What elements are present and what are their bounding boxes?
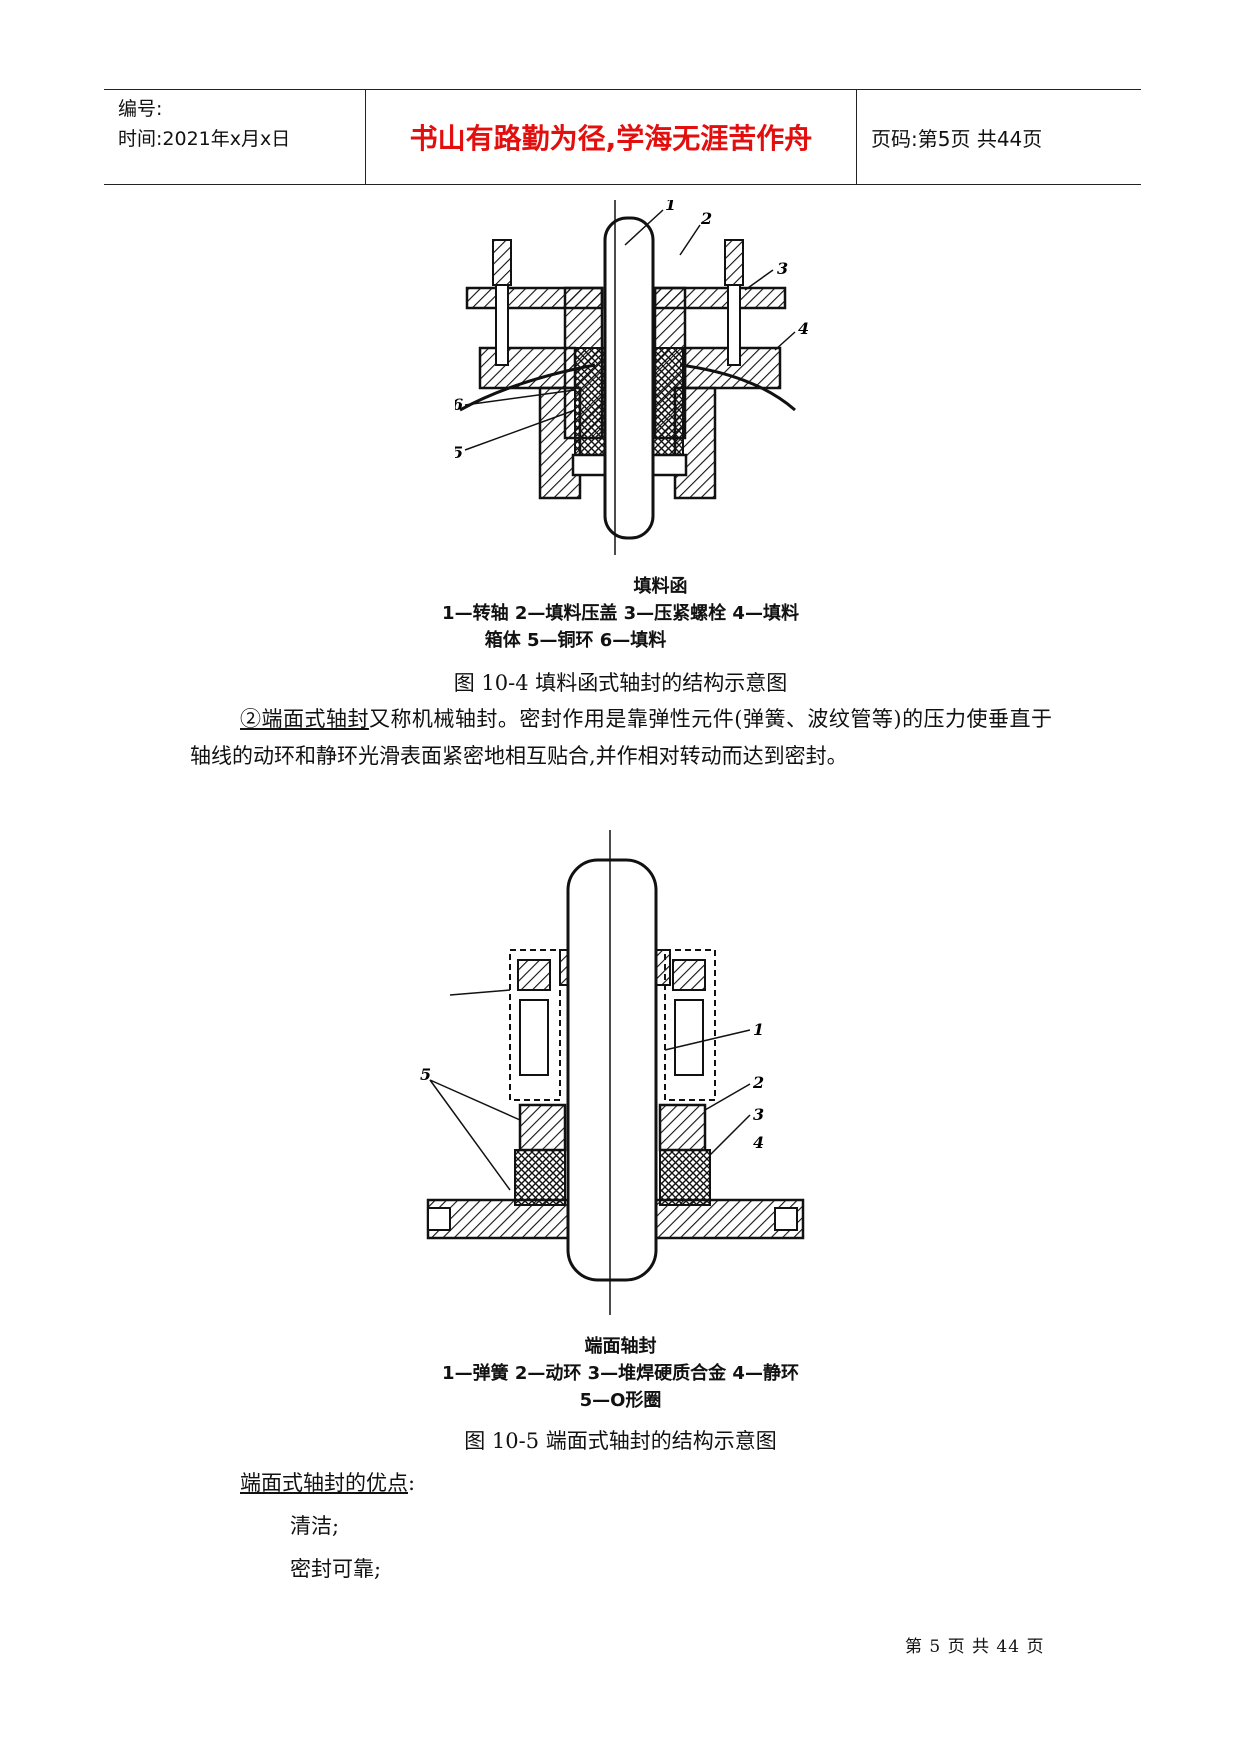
label-1: 1	[665, 200, 676, 214]
paragraph-text: 又称机械轴封。密封作用是靠弹性元件(弹簧、波纹管等)的压力使垂直于轴线的动环和静…	[190, 707, 1053, 768]
header-left-cell: 编号: 时间:2021年x月x日	[104, 90, 366, 184]
figure2-title: 端面轴封	[584, 1336, 657, 1357]
advantage-item: 清洁;	[290, 1514, 340, 1538]
label-4: 4	[798, 319, 809, 338]
advantage-item: 密封可靠;	[290, 1557, 382, 1581]
label-5: 5	[455, 443, 463, 462]
figure1-legend-line1: 1—转轴 2—填料压盖 3—压紧螺栓 4—填料	[442, 603, 799, 624]
label-2: 2	[700, 209, 712, 228]
figure2-legend-line1: 1—弹簧 2—动环 3—堆焊硬质合金 4—静环	[442, 1363, 799, 1384]
label-6: 6	[455, 395, 463, 414]
stuffing-box-diagram: 1 2 3 4 6 5	[455, 200, 809, 555]
header-table: 编号: 时间:2021年x月x日 书山有路勤为径,学海无涯苦作舟 页码:第5页 …	[104, 89, 1141, 185]
figure1-legend-line2: 箱体 5—铜环 6—填料	[484, 630, 667, 651]
seal-label-5: 5	[420, 1065, 431, 1084]
label-3: 3	[777, 259, 788, 278]
figure2-caption: 图 10-5 端面式轴封的结构示意图	[464, 1429, 777, 1453]
seal-label-3: 3	[753, 1105, 764, 1124]
time-label: 时间:2021年x月x日	[118, 128, 291, 150]
figure1-title: 填料函	[633, 576, 688, 597]
figure2-legend-line2: 5—O形圈	[579, 1390, 662, 1411]
seal-label-2: 2	[752, 1073, 764, 1092]
figure1-caption: 图 10-4 填料函式轴封的结构示意图	[453, 671, 788, 695]
advantages-heading: 端面式轴封的优点:	[240, 1471, 416, 1495]
end-face-seal-diagram: 1 2 3 4 5	[420, 830, 805, 1315]
serial-label: 编号:	[118, 98, 163, 120]
seal-label-1: 1	[753, 1020, 764, 1039]
paragraph-term: ②端面式轴封	[240, 707, 369, 731]
motto: 书山有路勤为径,学海无涯苦作舟	[366, 90, 857, 184]
paragraph-mechanical-seal: ②端面式轴封又称机械轴封。密封作用是靠弹性元件(弹簧、波纹管等)的压力使垂直于轴…	[190, 701, 1052, 775]
page-footer: 第 5 页 共 44 页	[905, 1637, 1045, 1657]
seal-label-4: 4	[753, 1133, 764, 1152]
page-label: 页码:第5页 共44页	[871, 126, 1043, 151]
